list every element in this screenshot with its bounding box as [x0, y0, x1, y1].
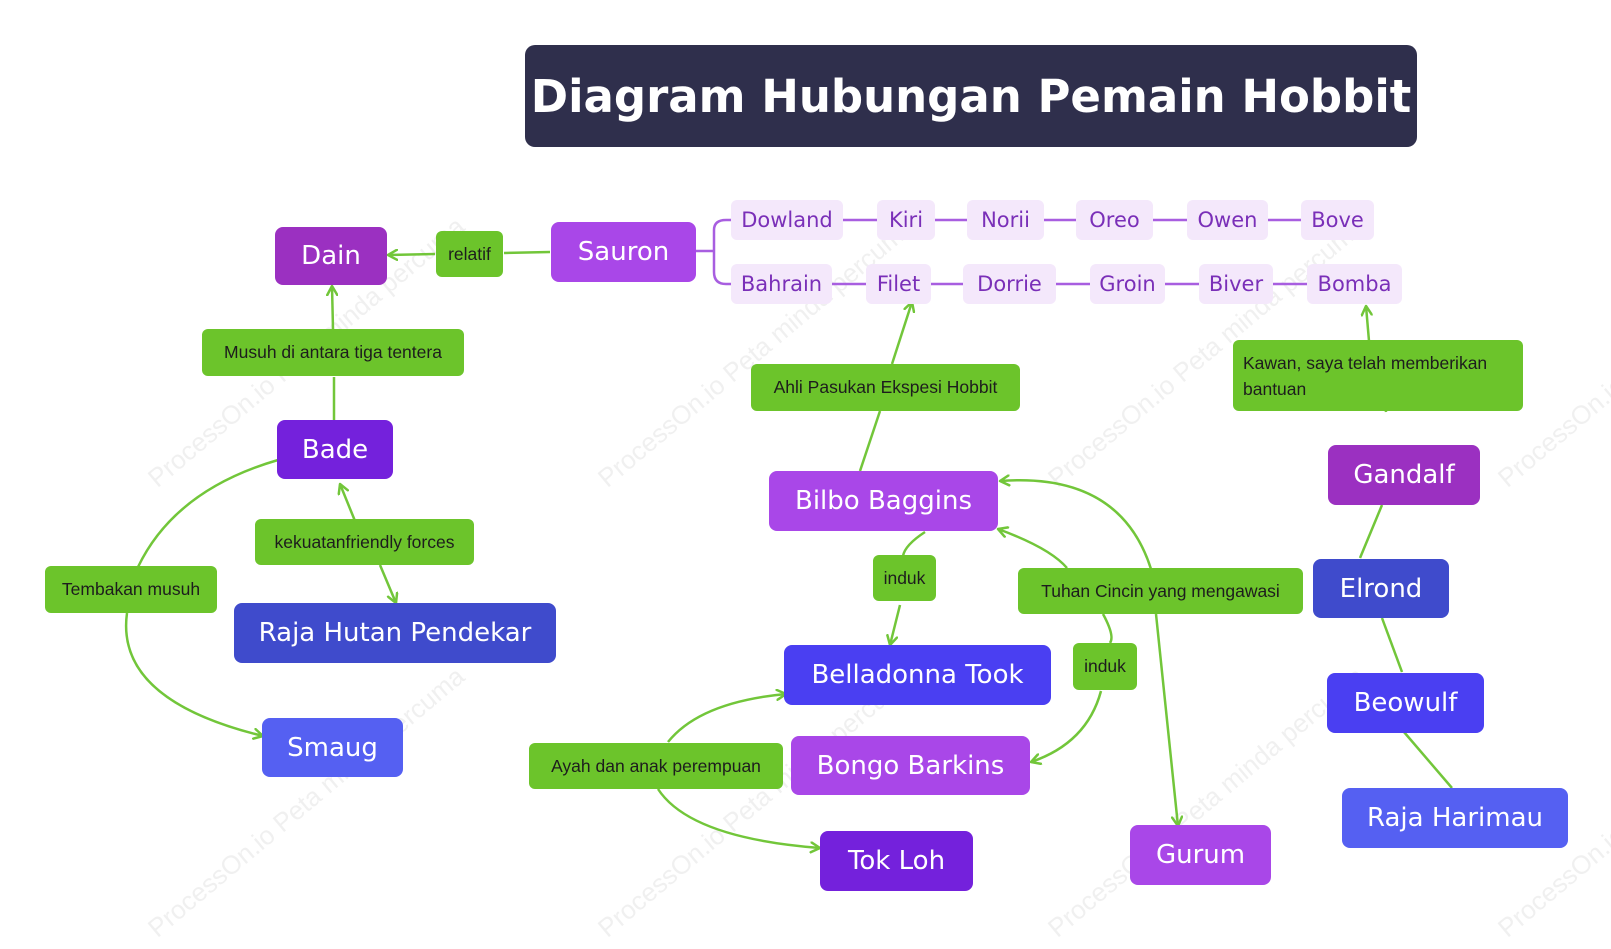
node-bade[interactable]: Bade — [277, 420, 393, 479]
relation-relatif: relatif — [436, 231, 503, 277]
node-bilbo-baggins[interactable]: Bilbo Baggins — [769, 471, 998, 531]
node-gandalf[interactable]: Gandalf — [1328, 445, 1480, 505]
node-tok-loh[interactable]: Tok Loh — [820, 831, 973, 891]
node-raja-hutan-pendekar[interactable]: Raja Hutan Pendekar — [234, 603, 556, 663]
relation-musuh-tiga: Musuh di antara tiga tentera — [202, 329, 464, 376]
relation-kawan: Kawan, saya telah memberikan bantuan — [1233, 340, 1523, 411]
node-bongo-barkins[interactable]: Bongo Barkins — [791, 736, 1030, 795]
leaf-kiri[interactable]: Kiri — [877, 200, 935, 240]
node-dain[interactable]: Dain — [275, 227, 387, 285]
node-belladonna-took[interactable]: Belladonna Took — [784, 645, 1051, 705]
leaf-oreo[interactable]: Oreo — [1076, 200, 1153, 240]
sauron-tree-lines — [696, 218, 1307, 286]
node-beowulf[interactable]: Beowulf — [1327, 673, 1484, 733]
leaf-biver[interactable]: Biver — [1199, 264, 1273, 304]
relation-lines — [124, 252, 1453, 848]
node-gurum[interactable]: Gurum — [1130, 825, 1271, 885]
leaf-groin[interactable]: Groin — [1090, 264, 1165, 304]
diagram-title: Diagram Hubungan Pemain Hobbit — [525, 45, 1417, 147]
relation-kekuatan: kekuatanfriendly forces — [255, 519, 474, 565]
leaf-bomba[interactable]: Bomba — [1307, 264, 1402, 304]
leaf-bove[interactable]: Bove — [1301, 200, 1374, 240]
leaf-norii[interactable]: Norii — [967, 200, 1044, 240]
leaf-filet[interactable]: Filet — [866, 264, 931, 304]
node-smaug[interactable]: Smaug — [262, 718, 403, 777]
relation-ayah-anak: Ayah dan anak perempuan — [529, 743, 783, 789]
relation-induk-bongo: induk — [1073, 643, 1137, 690]
leaf-owen[interactable]: Owen — [1187, 200, 1268, 240]
leaf-dowland[interactable]: Dowland — [731, 200, 843, 240]
relation-ahli-pasukan: Ahli Pasukan Ekspesi Hobbit — [751, 364, 1020, 411]
leaf-dorrie[interactable]: Dorrie — [963, 264, 1056, 304]
leaf-bahrain[interactable]: Bahrain — [731, 264, 832, 304]
node-elrond[interactable]: Elrond — [1313, 559, 1449, 618]
relation-tembakan: Tembakan musuh — [45, 566, 217, 613]
relation-tuhan-cincin: Tuhan Cincin yang mengawasi — [1018, 568, 1303, 614]
node-raja-harimau[interactable]: Raja Harimau — [1342, 788, 1568, 848]
relation-induk-bilbo: induk — [873, 555, 936, 601]
node-sauron[interactable]: Sauron — [551, 222, 696, 282]
